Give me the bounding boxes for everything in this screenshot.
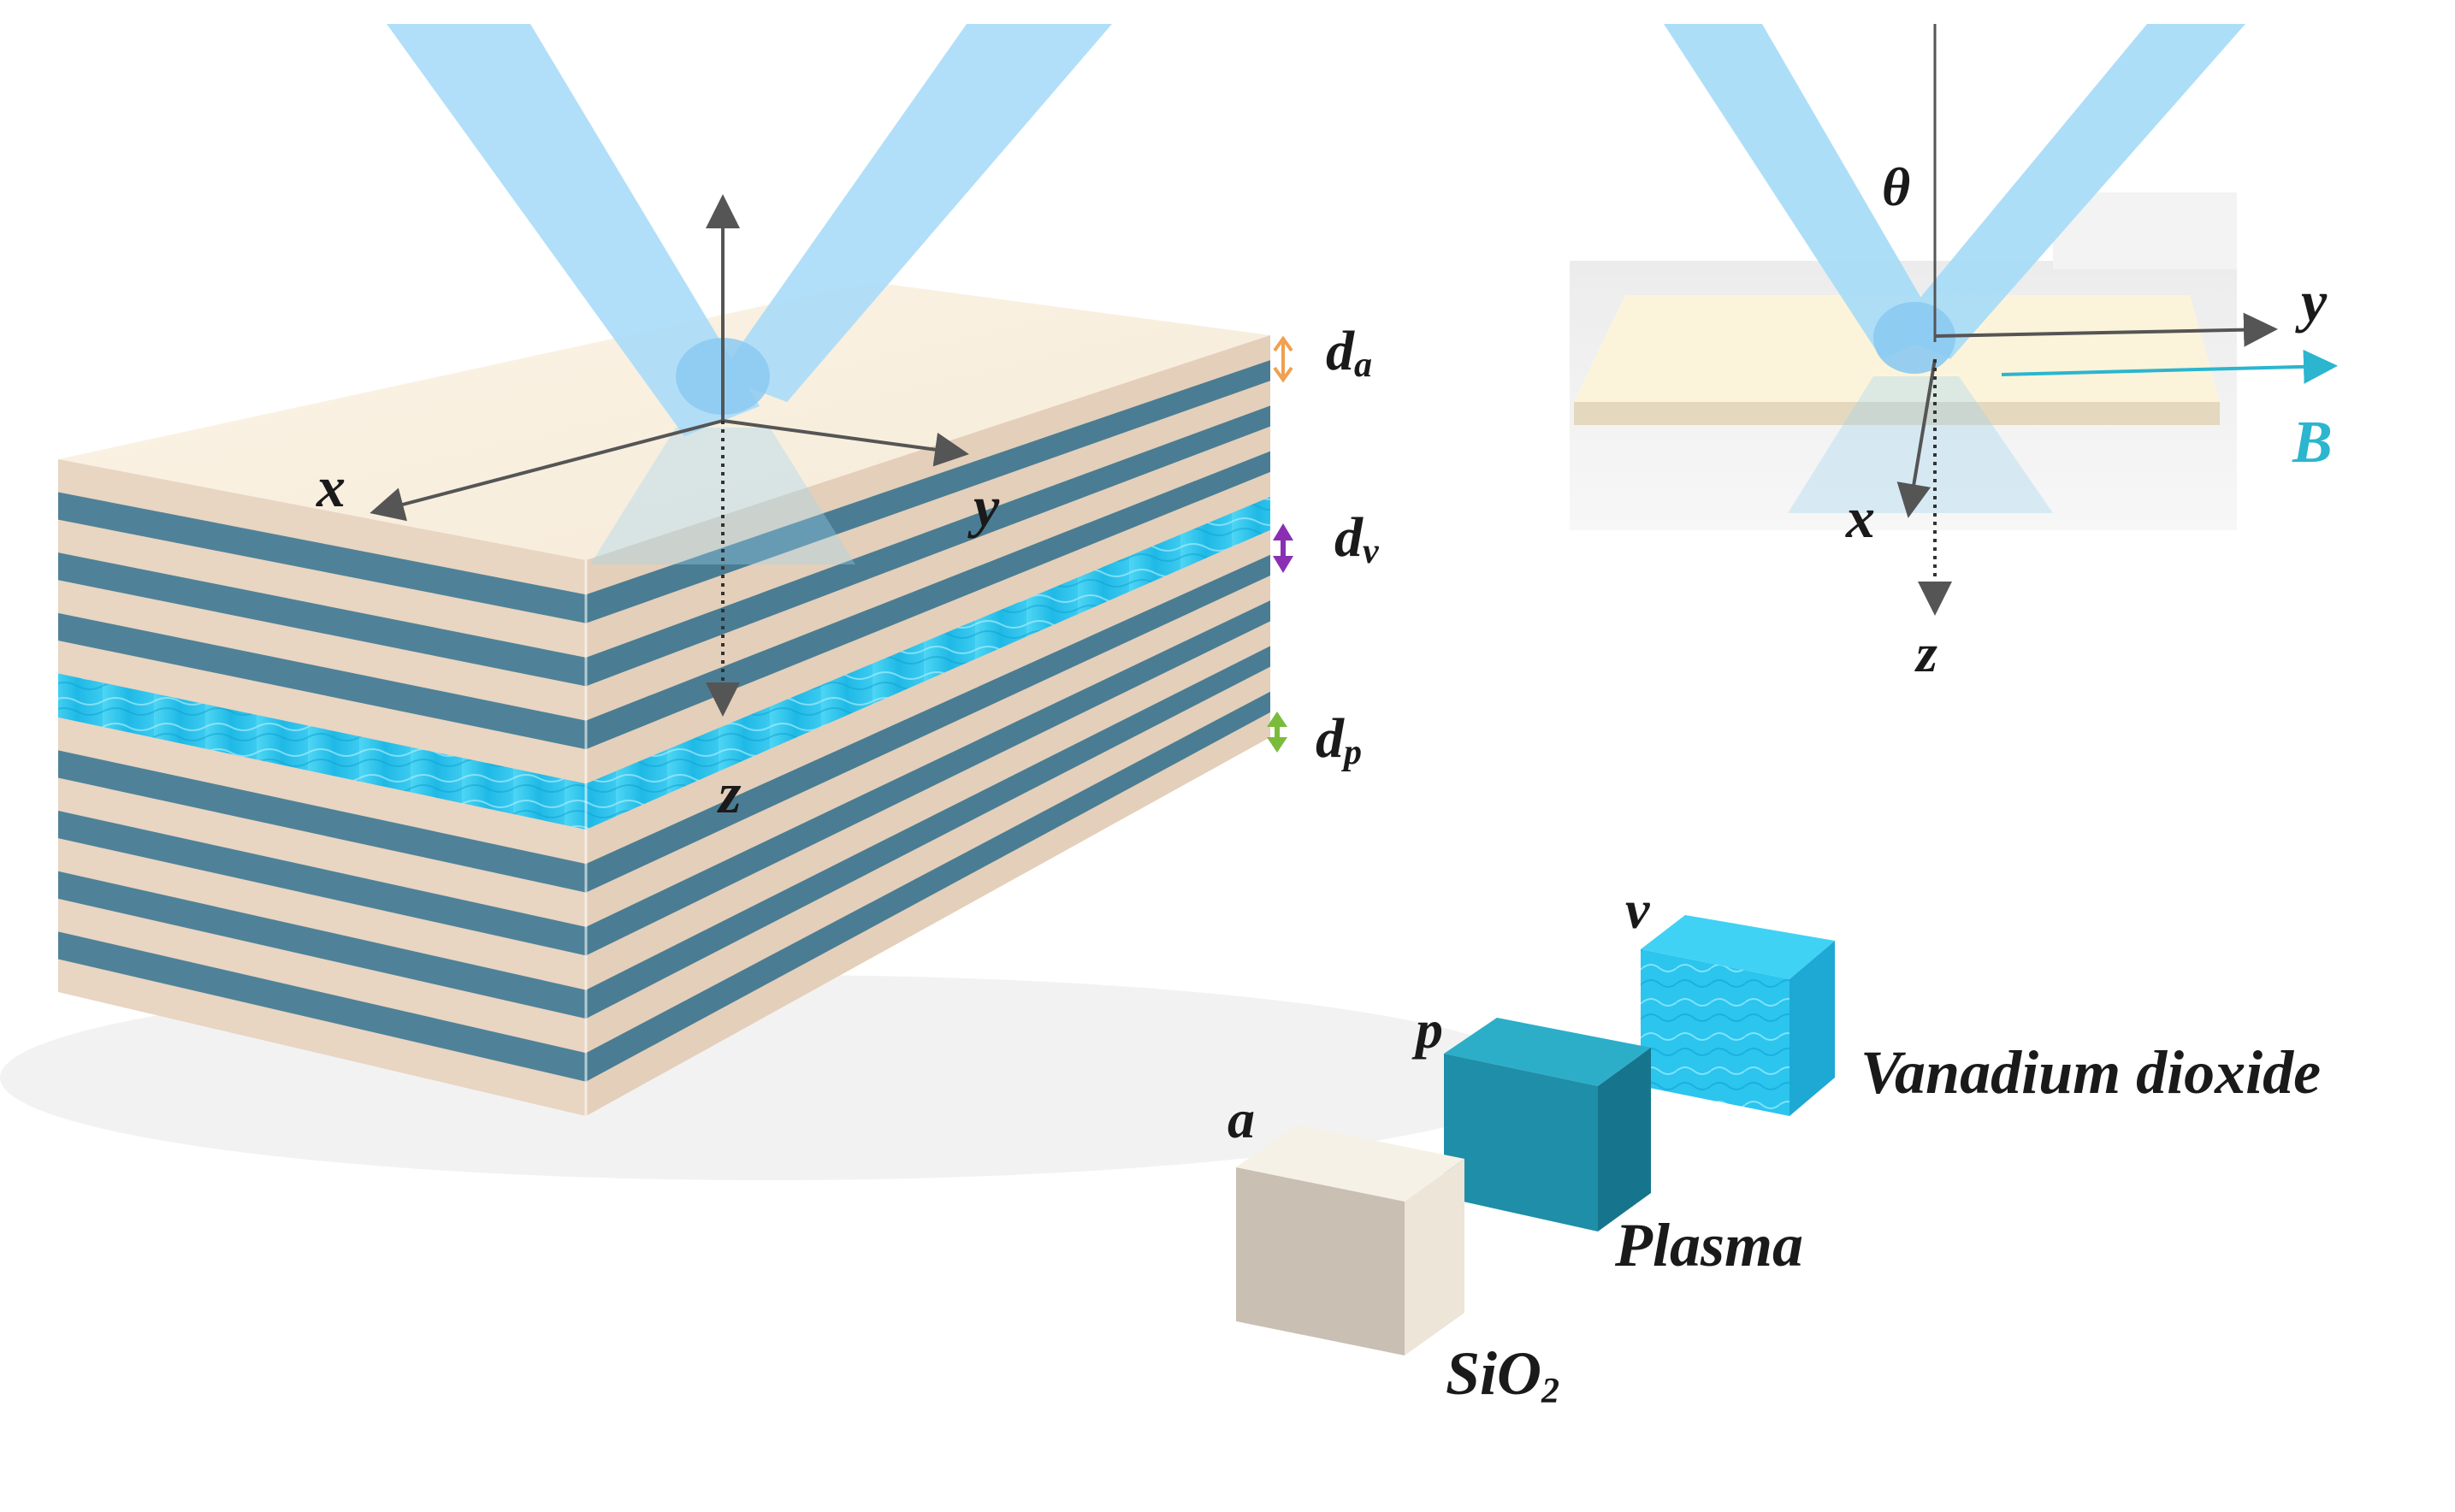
plasma-layer-side [586,600,1270,956]
layer-bands-left [58,492,586,1082]
vo2-cube-side [1789,941,1835,1116]
vo2-name: Vanadium dioxide [1860,1038,2321,1107]
sio2-letter: a [1228,1089,1255,1149]
structure-top-face [58,282,1270,560]
dp-marker [1267,712,1287,753]
field-b-label: B [2292,410,2333,475]
vo2-layer-side [586,496,1270,830]
main-beams [387,24,1112,564]
plasma-layer-front [58,871,586,1019]
plasma-cube-front [1444,1054,1598,1231]
sio2-name: SiO2 [1446,1339,1559,1411]
structure-front-face [58,459,586,1116]
plasma-layer-side [586,646,1270,1019]
da-label: da [1326,320,1372,385]
inset-x-axis [1896,358,1937,518]
x-axis-label: x [316,454,346,519]
plasma-layer-front [58,552,586,687]
plasma-layer-side [586,405,1270,687]
plasma-layer-front [58,931,586,1082]
plasma-cube-side [1598,1048,1651,1231]
vo2-letter: v [1625,879,1650,940]
inset-beam-spot [1873,302,1955,374]
material-legend: v p a Vanadium dioxide Plasma SiO2 [1228,879,2321,1411]
plasma-name: Plasma [1614,1211,1803,1279]
plasma-letter: p [1411,999,1443,1060]
y-axis [722,419,969,467]
inset-y-axis [1934,312,2278,347]
inset-incident-beam [1664,24,1942,359]
plasma-cube-top [1444,1018,1651,1086]
inset-slab-edge [1574,402,2220,425]
plasma-layer-side [586,554,1270,893]
vo2-cube-top [1641,915,1835,979]
plasma-layer-side [586,691,1270,1082]
sio2-cube [1236,1125,1464,1355]
reflected-beam [719,24,1112,402]
plasma-cube [1444,1018,1651,1231]
x-axis [370,419,724,522]
multilayer-structure [0,282,1540,1180]
z-axis-label: z [717,760,742,825]
main-axes: x y z [316,194,1000,825]
da-marker [1273,335,1293,383]
field-b-arrow [2001,349,2338,384]
inset-reflected-beam [1890,24,2245,359]
transmitted-glow [590,428,855,564]
y-axis-label: y [967,474,1000,539]
incident-beam [387,24,760,436]
plasma-layer-front [58,750,586,893]
inset-z-label: z [1914,623,1937,683]
vo2-cube [1641,915,1835,1116]
plasma-layer-side [586,360,1270,623]
sio2-cube-side [1405,1159,1464,1355]
inset-diagram: θ y x z B [1570,24,2338,683]
thickness-markers: da dv dp [1267,320,1380,772]
plasma-layer-front [58,492,586,623]
dv-marker [1273,523,1293,573]
plasma-layer-side [586,451,1270,750]
plasma-layer-front [58,811,586,956]
vo2-cube-front [1641,949,1789,1116]
inset-x-label: x [1845,485,1875,550]
dv-label: dv [1334,506,1380,571]
sio2-cube-top [1236,1125,1464,1202]
plasma-layer-front [58,612,586,750]
layer-bands-right [586,360,1270,1082]
inset-y-label: y [2295,269,2328,334]
vo2-layer-front [58,673,586,830]
sio2-cube-front [1236,1167,1405,1355]
inset-theta-label: θ [1882,157,1910,217]
dp-label: dp [1316,707,1362,772]
